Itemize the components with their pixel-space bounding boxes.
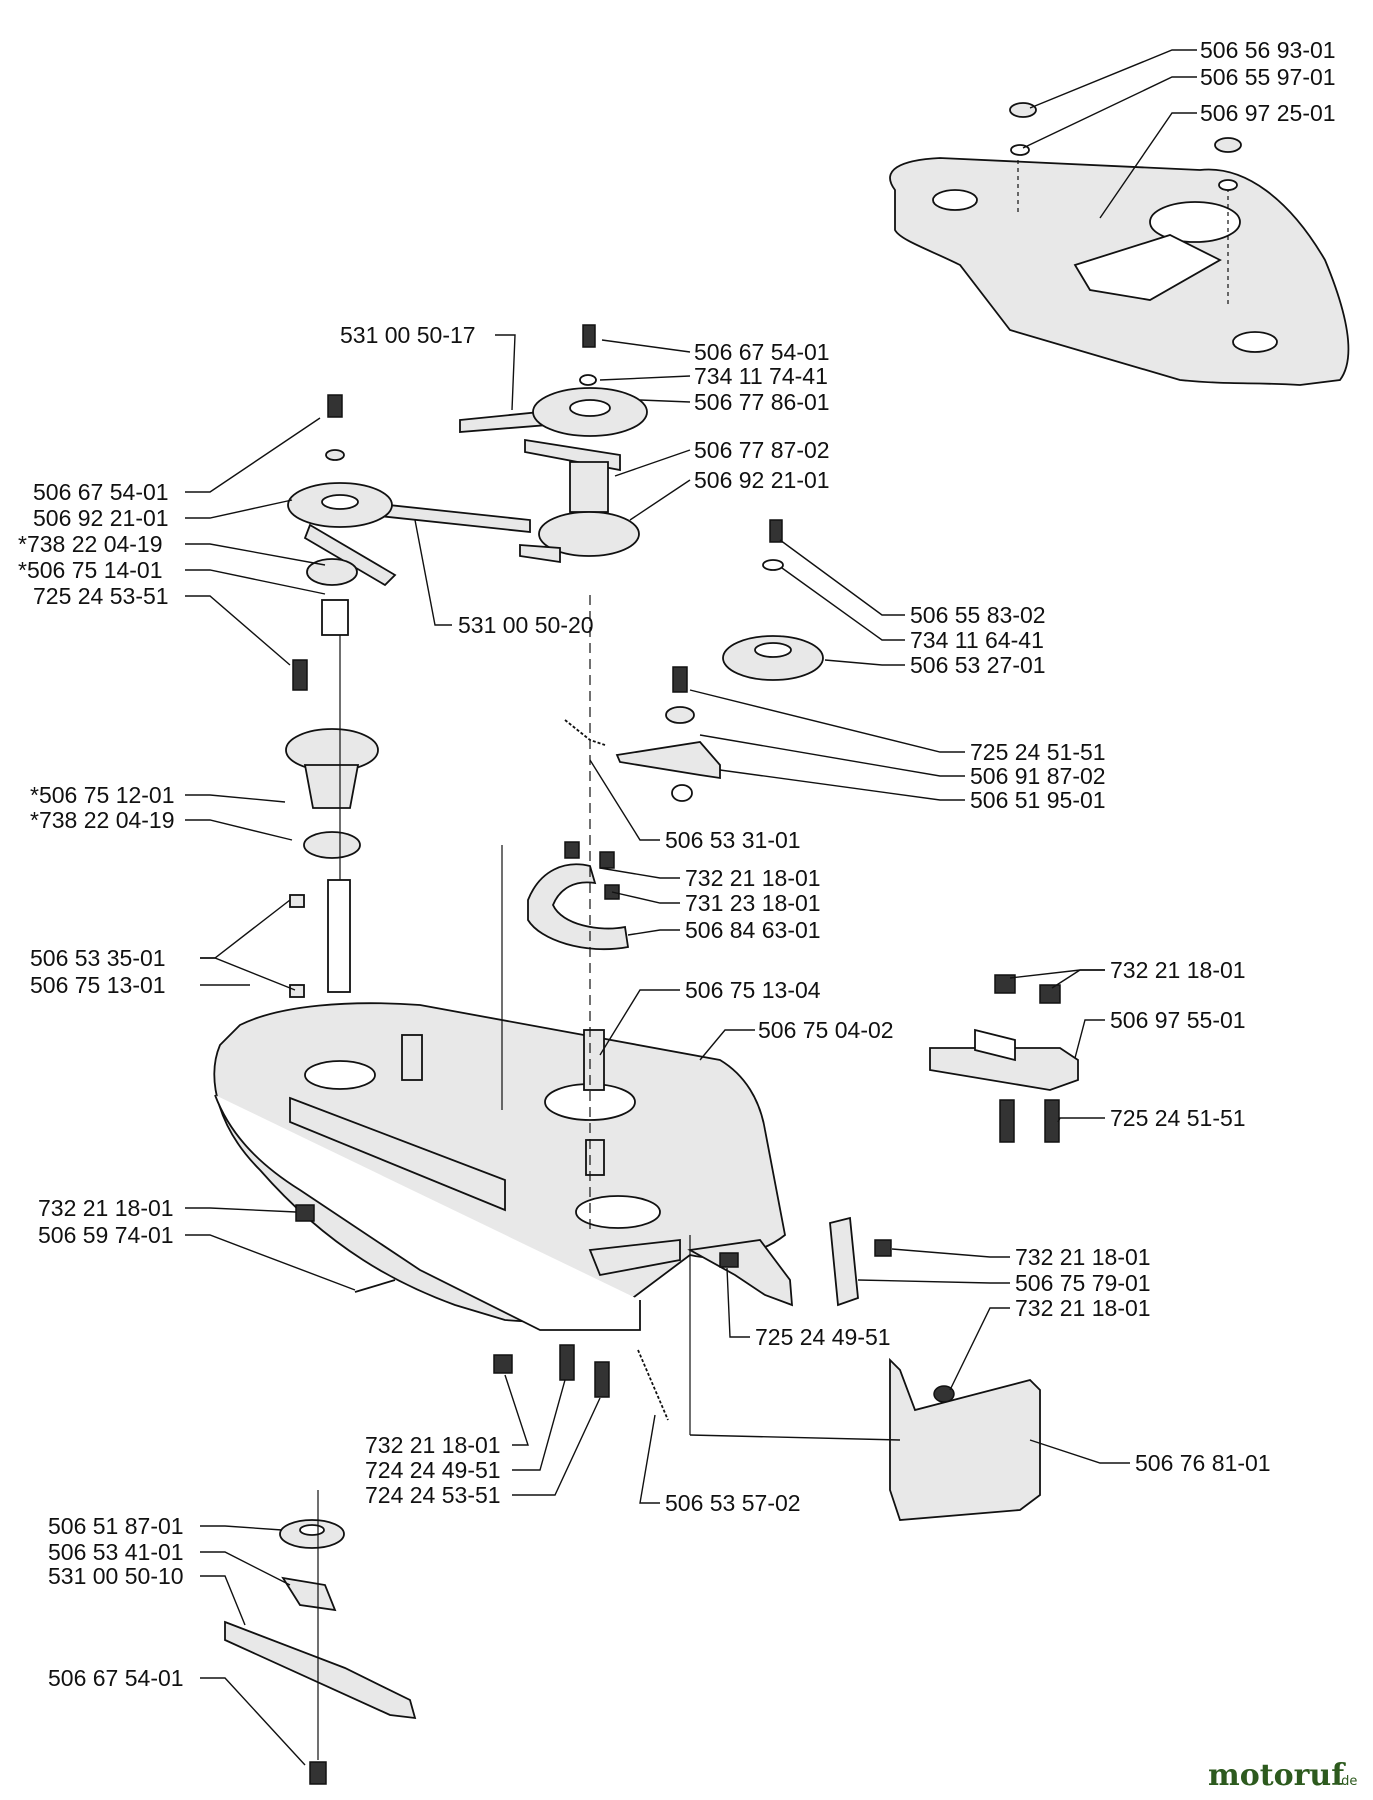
discharge-chute xyxy=(889,1357,1041,1521)
part-label: 506 91 87-02 xyxy=(970,763,1106,789)
part-label: *506 75 12-01 xyxy=(30,782,175,808)
part-label: 506 67 54-01 xyxy=(33,479,169,505)
watermark-brand: motoruf xyxy=(1208,1758,1346,1793)
part-label: 734 11 64-41 xyxy=(910,627,1044,653)
shaft-and-keys xyxy=(289,894,305,998)
part-label: 506 55 97-01 xyxy=(1200,64,1336,90)
part-label: 725 24 53-51 xyxy=(33,583,169,609)
part-label: 506 84 63-01 xyxy=(685,917,821,943)
part-label: 506 51 95-01 xyxy=(970,787,1106,813)
part-label: 725 24 51-51 xyxy=(1110,1105,1246,1131)
part-label: 506 75 04-02 xyxy=(758,1017,894,1043)
part-label: 506 59 74-01 xyxy=(38,1222,174,1248)
part-label: 732 21 18-01 xyxy=(365,1432,501,1458)
part-label: 531 00 50-17 xyxy=(340,322,476,348)
part-label: 506 56 93-01 xyxy=(1200,37,1336,63)
part-label: 506 75 13-04 xyxy=(685,977,821,1003)
part-label: 506 53 41-01 xyxy=(48,1539,184,1565)
watermark-tld: .de xyxy=(1337,1774,1357,1789)
part-label: 506 53 57-02 xyxy=(665,1490,801,1516)
part-label: 506 75 13-01 xyxy=(30,972,166,998)
part-label: *738 22 04-19 xyxy=(18,531,163,557)
part-label: 734 11 74-41 xyxy=(694,363,828,389)
part-label: 506 67 54-01 xyxy=(694,339,830,365)
part-label: *506 75 14-01 xyxy=(18,557,163,583)
part-label: 732 21 18-01 xyxy=(1110,957,1246,983)
part-label: 732 21 18-01 xyxy=(685,865,821,891)
part-label: 732 21 18-01 xyxy=(1015,1295,1151,1321)
part-label: 732 21 18-01 xyxy=(1015,1244,1151,1270)
belt-cover xyxy=(889,102,1350,386)
lower-fasteners xyxy=(295,1204,669,1421)
part-label: *738 22 04-19 xyxy=(30,807,175,833)
part-label: 531 00 50-10 xyxy=(48,1563,184,1589)
part-label: 506 53 31-01 xyxy=(665,827,801,853)
leader-lines xyxy=(185,49,1197,1766)
part-label: 731 23 18-01 xyxy=(685,890,821,916)
part-label: 506 53 27-01 xyxy=(910,652,1046,678)
blade-assembly xyxy=(224,1490,417,1785)
part-label: 506 53 35-01 xyxy=(30,945,166,971)
hinge-plate xyxy=(719,1216,892,1307)
small-bracket xyxy=(929,974,1079,1143)
upper-pulley-assembly xyxy=(459,324,648,564)
part-label: 531 00 50-20 xyxy=(458,612,594,638)
part-label: 506 76 81-01 xyxy=(1135,1450,1271,1476)
part-label: 506 97 25-01 xyxy=(1200,100,1336,126)
part-label: 724 24 53-51 xyxy=(365,1482,501,1508)
mower-deck xyxy=(213,595,794,1435)
watermark-logo: motoruf .de xyxy=(1208,1758,1357,1793)
part-number-labels: 506 56 93-01 506 55 97-01 506 97 25-01 5… xyxy=(18,37,1336,1691)
part-label: 506 67 54-01 xyxy=(48,1665,184,1691)
part-label: 506 97 55-01 xyxy=(1110,1007,1246,1033)
part-label: 506 92 21-01 xyxy=(694,467,830,493)
part-label: 725 24 51-51 xyxy=(970,739,1106,765)
part-label: 506 77 87-02 xyxy=(694,437,830,463)
part-label: 732 21 18-01 xyxy=(38,1195,174,1221)
part-label: 724 24 49-51 xyxy=(365,1457,501,1483)
idler-pulley-assembly xyxy=(564,519,824,802)
part-label: 506 75 79-01 xyxy=(1015,1270,1151,1296)
part-label: 725 24 49-51 xyxy=(755,1324,891,1350)
part-label: 506 51 87-01 xyxy=(48,1513,184,1539)
part-label: 506 77 86-01 xyxy=(694,389,830,415)
part-label: 506 92 21-01 xyxy=(33,505,169,531)
left-pulley-assembly xyxy=(285,394,531,993)
arc-bracket xyxy=(527,841,630,951)
part-label: 506 55 83-02 xyxy=(910,602,1046,628)
